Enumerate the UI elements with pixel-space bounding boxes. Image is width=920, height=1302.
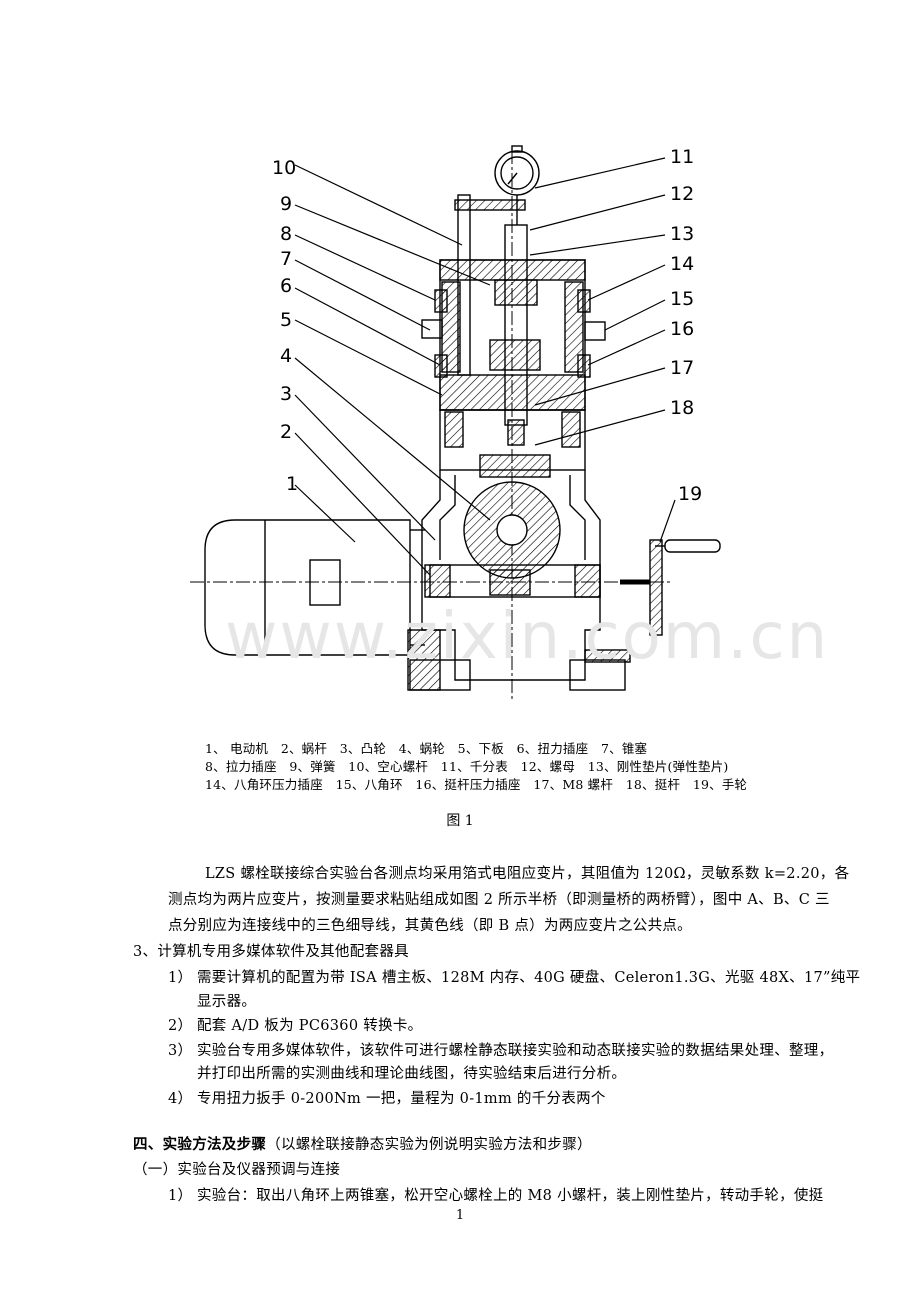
callout-11: 11 [670, 146, 694, 168]
callout-17: 17 [670, 357, 694, 379]
callout-9: 9 [280, 193, 292, 215]
list-item-2-number: 2） [168, 1018, 193, 1034]
callout-16: 16 [670, 318, 694, 340]
callout-18: 18 [670, 397, 694, 419]
list-item-1-line-2: 显示器。 [197, 994, 257, 1010]
subsection-heading-1: （一）实验台及仪器预调与连接 [133, 1162, 341, 1178]
paragraph-1-line-2: 测点均为两片应变片，按测量要求粘贴组成如图 2 所示半桥（即测量桥的两桥臂），图… [168, 892, 830, 908]
callout-15: 15 [670, 288, 694, 310]
list-item-4-number: 4） [168, 1091, 193, 1107]
list-item-3-line-1: 实验台专用多媒体软件，该软件可进行螺栓静态联接实验和动态联接实验的数据结果处理、… [197, 1043, 834, 1059]
callout-6: 6 [280, 275, 292, 297]
callout-3: 3 [280, 383, 292, 405]
callout-13: 13 [670, 223, 694, 245]
callout-4: 4 [280, 345, 292, 367]
legend-line-2: 8、拉力插座 9、弹簧 10、空心螺杆 11、千分表 12、螺母 13、刚性垫片… [205, 759, 729, 774]
callout-5: 5 [280, 309, 292, 331]
watermark: www.zixin.com.cn [225, 600, 830, 674]
callout-8: 8 [280, 223, 292, 245]
section-heading-4-title: 四、实验方法及步骤 [133, 1136, 267, 1153]
list-item-2-line-1: 配套 A/D 板为 PC6360 转换卡。 [197, 1018, 423, 1034]
list-item-3-number: 3） [168, 1043, 193, 1059]
callout-7: 7 [280, 248, 292, 270]
callout-2: 2 [280, 421, 292, 443]
callout-19: 19 [678, 483, 702, 505]
callout-14: 14 [670, 253, 694, 275]
list-item-1-number: 1） [168, 970, 193, 986]
list-item-4-line-1: 专用扭力扳手 0-200Nm 一把，量程为 0-1mm 的千分表两个 [197, 1091, 606, 1107]
paragraph-1-line-3: 点分别应为连接线中的三色细导线，其黄色线（即 B 点）为两应变片之公共点。 [168, 918, 692, 934]
list-item-1-line-1: 需要计算机的配置为带 ISA 槽主板、128M 内存、40G 硬盘、Celero… [197, 970, 861, 986]
legend-line-1: 1、 电动机 2、蜗杆 3、凸轮 4、蜗轮 5、下板 6、扭力插座 7、锥塞 [205, 741, 648, 756]
section-heading-3: 3、计算机专用多媒体软件及其他配套器具 [133, 944, 409, 960]
list-item-3-line-2: 并打印出所需的实测曲线和理论曲线图，待实验结束后进行分析。 [197, 1066, 627, 1082]
legend-line-3: 14、八角环压力插座 15、八角环 16、挺杆压力插座 17、M8 螺杆 18、… [205, 777, 748, 792]
section-heading-4-note: （以螺栓联接静态实验为例说明实验方法和步骤） [266, 1137, 592, 1153]
step-1-number: 1） [168, 1188, 193, 1204]
page-number: 1 [455, 1208, 465, 1223]
callout-10: 10 [272, 157, 296, 179]
apparatus-drawing: 10 9 8 7 6 5 4 3 2 1 11 12 13 14 15 16 1… [190, 145, 721, 700]
step-1-line-1: 实验台：取出八角环上两锥塞，松开空心螺栓上的 M8 小螺杆，装上刚性垫片，转动手… [197, 1188, 824, 1204]
section-heading-4: 四、实验方法及步骤（以螺栓联接静态实验为例说明实验方法和步骤） [133, 1133, 592, 1154]
callout-1: 1 [286, 473, 298, 495]
figure-caption: 图 1 [446, 813, 474, 829]
paragraph-1-line-1: LZS 螺栓联接综合实验台各测点均采用箔式电阻应变片，其阻值为 120Ω，灵敏系… [205, 866, 850, 882]
callout-12: 12 [670, 183, 694, 205]
